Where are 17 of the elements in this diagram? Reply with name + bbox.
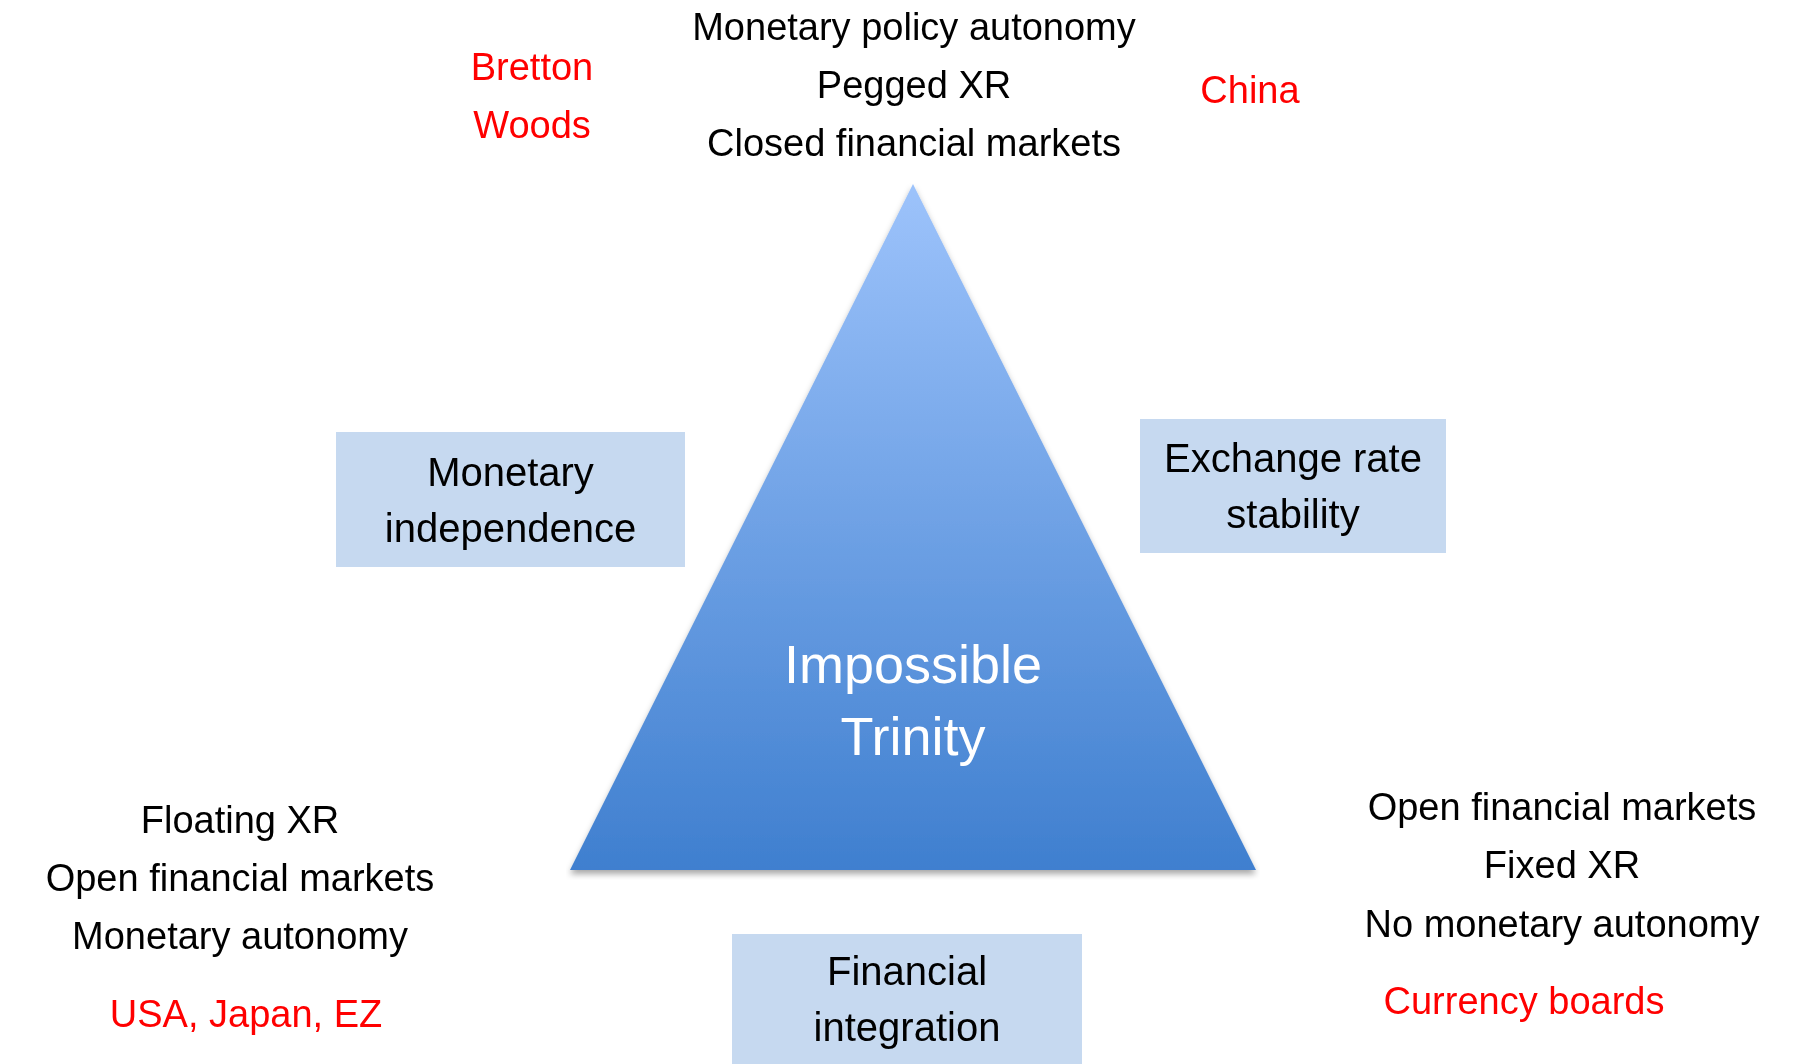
category-box: Financial integration bbox=[732, 934, 1082, 1064]
policy-note: Pegged XR bbox=[816, 63, 1012, 108]
policy-note: Floating XR bbox=[140, 798, 340, 843]
category-box: Exchange rate stability bbox=[1140, 419, 1446, 553]
policy-note: Open financial markets bbox=[45, 856, 435, 901]
example-note: Currency boards bbox=[1383, 979, 1665, 1024]
example-note: China bbox=[1200, 68, 1300, 113]
example-note: USA, Japan, EZ bbox=[109, 992, 383, 1037]
policy-note: Closed financial markets bbox=[707, 121, 1121, 166]
policy-note: Monetary autonomy bbox=[72, 914, 408, 959]
policy-note: No monetary autonomy bbox=[1364, 902, 1760, 947]
policy-note: Monetary policy autonomy bbox=[692, 5, 1136, 50]
example-note: Bretton Woods bbox=[469, 45, 595, 148]
triangle-label: Impossible Trinity bbox=[782, 633, 1044, 768]
policy-note: Fixed XR bbox=[1483, 843, 1641, 888]
category-box: Monetary independence bbox=[336, 432, 685, 567]
policy-note: Open financial markets bbox=[1367, 785, 1757, 830]
